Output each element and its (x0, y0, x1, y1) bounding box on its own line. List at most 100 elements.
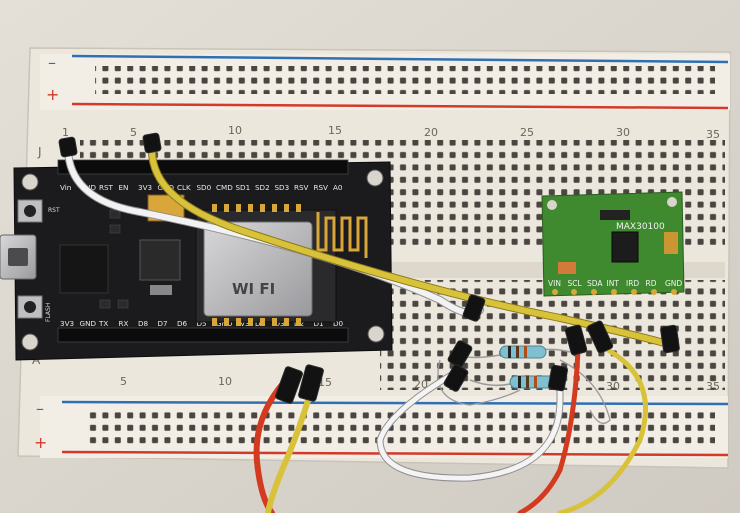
pin-label: SD0 (197, 183, 212, 192)
module-pad (224, 204, 229, 212)
pin-label: EN (119, 183, 129, 192)
pin-label: D1 (314, 319, 324, 328)
module-pad (236, 204, 241, 212)
pin-label: IRD (626, 279, 639, 288)
jumper-wires (64, 144, 672, 513)
rst-button-cap (24, 205, 36, 217)
module-pad (260, 204, 265, 212)
row-letter-a: A (32, 353, 41, 367)
smd-component (664, 232, 678, 254)
regulator (139, 239, 181, 281)
wire-yellow-gnd (148, 145, 671, 347)
wire-plugs (58, 132, 680, 404)
resistor-1 (499, 345, 547, 359)
col-label: 10 (218, 375, 232, 388)
top-pin-header (57, 159, 349, 175)
bottom-rail-minus: – (36, 399, 44, 418)
sensor-pin-pad (651, 289, 657, 295)
wifi-antenna (316, 212, 368, 258)
col-label: 1 (62, 126, 69, 139)
col-label: 20 (424, 126, 438, 139)
pin-label: GND (665, 279, 682, 288)
resistor-band (508, 346, 511, 358)
smd-component (109, 224, 121, 234)
module-pad (284, 318, 289, 326)
col-label: 20 (414, 378, 428, 391)
plug (58, 136, 78, 158)
bottom-rail-blue-line (61, 400, 729, 406)
smd-component (109, 209, 121, 219)
usb-serial-chip (59, 244, 109, 294)
col-label: 10 (228, 124, 242, 137)
mount-hole (367, 325, 385, 343)
pin-label: TX (98, 319, 108, 328)
pin-label: SDA (587, 279, 603, 288)
mount-hole (366, 169, 384, 187)
pin-label: D3 (275, 319, 285, 328)
pin-label: D7 (158, 319, 168, 328)
plug (564, 324, 588, 356)
rst-label: RST (48, 207, 60, 214)
resistor-band (524, 346, 527, 358)
sensor-pin-pad (571, 289, 577, 295)
pin-label: D0 (333, 319, 344, 328)
col-label: 25 (520, 126, 534, 139)
smd-component (150, 285, 172, 295)
smd-component (99, 299, 111, 309)
plug (142, 132, 162, 154)
module-pad (248, 204, 253, 212)
module-pad (236, 318, 241, 326)
module-pad (212, 204, 217, 212)
plug (275, 366, 303, 404)
sensor-pin-pad (611, 289, 617, 295)
wire-yellow-left (265, 377, 317, 513)
pin-label: RSV (314, 183, 329, 192)
module-pad (272, 204, 277, 212)
pin-label: CMD (216, 183, 233, 192)
col-label: 5 (130, 126, 137, 139)
pin-label: 3V3 (236, 319, 250, 328)
resistors (437, 345, 611, 424)
module-pad (212, 318, 217, 326)
pin-label: INT (607, 279, 620, 288)
pin-label: SCL (568, 279, 583, 288)
pin-label: D5 (197, 319, 207, 328)
smd-component (117, 299, 129, 309)
pin-label: CLK (177, 183, 191, 192)
plug (462, 294, 486, 322)
top-rail-blue-line (71, 54, 729, 64)
pin-label: D6 (177, 319, 188, 328)
bottom-pin-header (57, 327, 349, 343)
pin-label: RD (646, 279, 657, 288)
plug (443, 364, 469, 392)
col-label: 35 (706, 380, 720, 393)
pin-label: 3V3 (60, 319, 74, 328)
top-rail-red-line (71, 102, 729, 110)
plug (660, 324, 680, 354)
module-pad (248, 318, 253, 326)
resistor-band (518, 376, 521, 388)
resistor-band (516, 346, 519, 358)
wire-yellow-right (557, 347, 649, 513)
resistor-band (534, 376, 537, 388)
module-pad (224, 318, 229, 326)
smd-component (558, 262, 576, 274)
pin-label: SD1 (236, 183, 251, 192)
module-pad (284, 204, 289, 212)
module-pad (272, 318, 277, 326)
wire-red-right (517, 347, 581, 513)
plug (298, 364, 324, 402)
module-pad (260, 318, 265, 326)
module-label: WI FI (232, 280, 275, 298)
sensor-pin-pad (671, 289, 677, 295)
pin-label: SD2 (255, 183, 270, 192)
mount-hole (667, 197, 677, 207)
pin-label: A0 (333, 183, 343, 192)
col-label: 15 (328, 124, 342, 137)
module-pad (296, 318, 301, 326)
flash-button-cap (24, 301, 36, 313)
pin-label: RSV (294, 183, 309, 192)
sensor-pin-pad (552, 289, 558, 295)
